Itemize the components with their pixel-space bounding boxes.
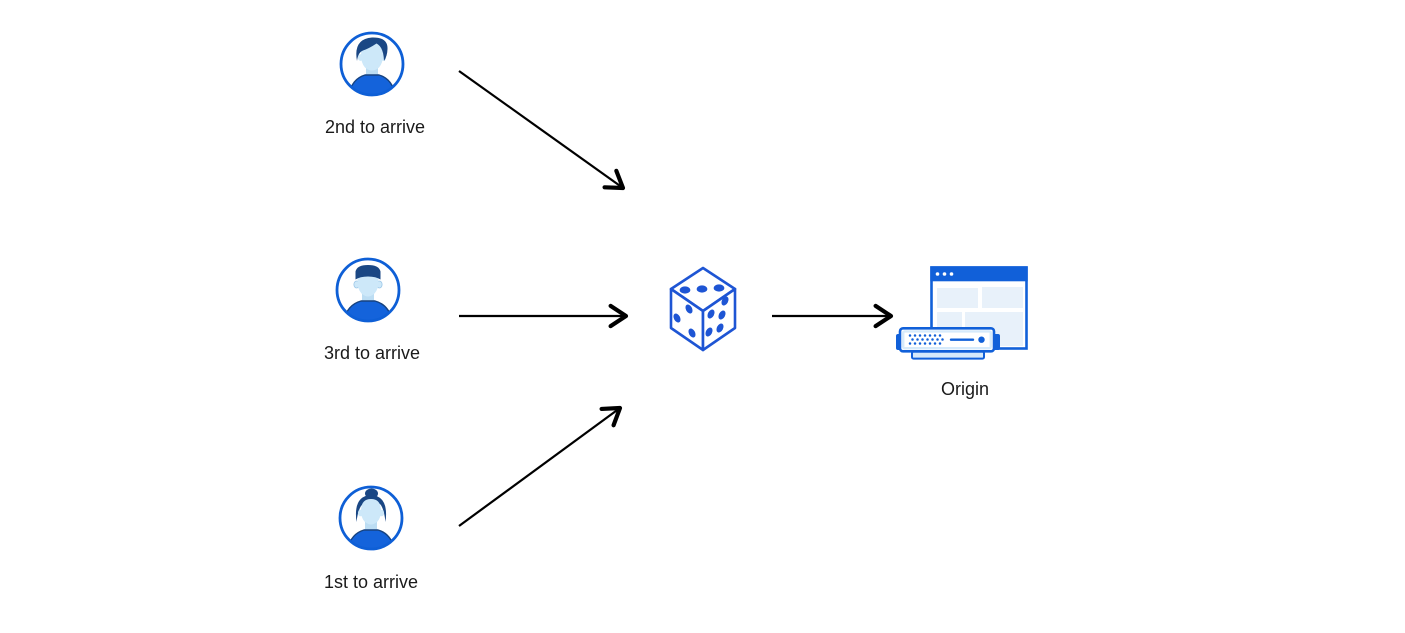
user-node-2nd: 2nd to arrive (325, 30, 425, 137)
arrow-user2nd-to-dice (458, 70, 626, 191)
woman-bun-avatar-icon (338, 485, 404, 551)
origin-node: Origin (895, 265, 1040, 405)
user-label-1st: 1st to arrive (323, 572, 419, 592)
origin-label: Origin (940, 379, 990, 399)
man-swept-hair-avatar-icon (339, 31, 405, 97)
server-icon (896, 327, 1000, 360)
user-label-2nd: 2nd to arrive (324, 117, 426, 137)
arrow-user1st-to-dice (458, 405, 623, 527)
user-node-1st: 1st to arrive (324, 484, 418, 592)
user-node-3rd: 3rd to arrive (324, 256, 420, 363)
dice-icon (669, 266, 737, 352)
man-short-hair-avatar-icon (335, 257, 401, 323)
user-label-3rd: 3rd to arrive (323, 343, 421, 363)
dice-node (668, 265, 738, 353)
